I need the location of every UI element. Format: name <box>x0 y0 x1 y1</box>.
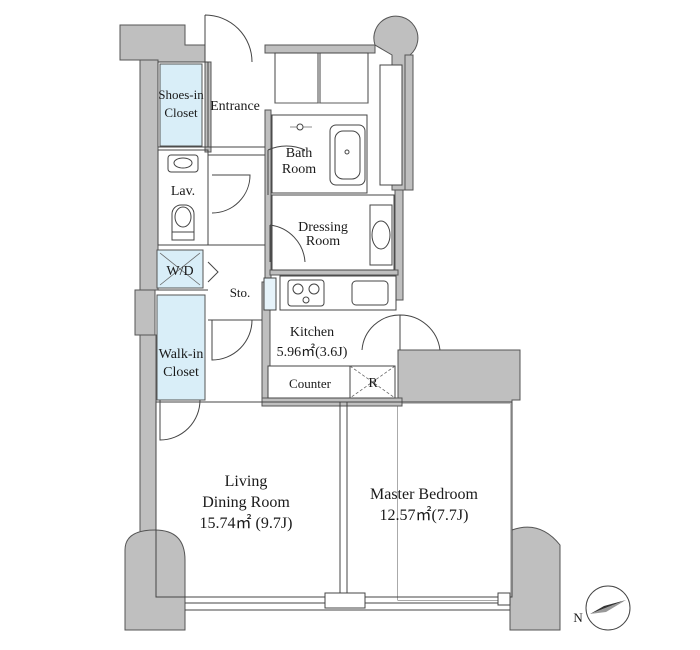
living-area: 15.74㎡ (9.7J) <box>200 514 293 532</box>
walls <box>119 15 561 631</box>
shoes-closet-label-2: Closet <box>164 105 198 120</box>
fridge-label: R <box>368 376 378 391</box>
room-labels: Shoes-in Closet Entrance Bath Room Lav. … <box>158 87 478 532</box>
doors <box>159 14 441 441</box>
shoes-closet-label-1: Shoes-in <box>158 87 204 102</box>
master-area: 12.57㎡(7.7J) <box>380 506 469 524</box>
compass-icon: N <box>573 585 631 631</box>
wd-label: W/D <box>166 264 193 279</box>
shoes-closet <box>159 63 203 147</box>
kitchen-area: 5.96㎡(3.6J) <box>277 344 348 360</box>
compass-north-label: N <box>573 610 583 625</box>
upper-storage <box>274 52 403 186</box>
dressing-label-2: Room <box>306 234 340 249</box>
walk-in-closet <box>156 294 206 401</box>
kitchen-fixtures <box>263 275 397 399</box>
counter-label: Counter <box>289 376 332 391</box>
bath-fixtures <box>167 123 393 266</box>
bath-label-2: Room <box>282 162 316 177</box>
walkin-label-1: Walk-in <box>159 347 204 362</box>
dressing-label-1: Dressing <box>298 220 348 235</box>
master-label: Master Bedroom <box>370 486 479 503</box>
storage-label: Sto. <box>230 285 251 300</box>
bath-label-1: Bath <box>286 146 312 161</box>
lav-label: Lav. <box>171 184 195 199</box>
window-rail <box>185 592 511 611</box>
entrance-label: Entrance <box>210 99 260 114</box>
living-label-2: Dining Room <box>202 494 290 511</box>
kitchen-label: Kitchen <box>290 325 334 340</box>
walkin-label-2: Closet <box>163 365 199 380</box>
living-label-1: Living <box>225 473 268 490</box>
